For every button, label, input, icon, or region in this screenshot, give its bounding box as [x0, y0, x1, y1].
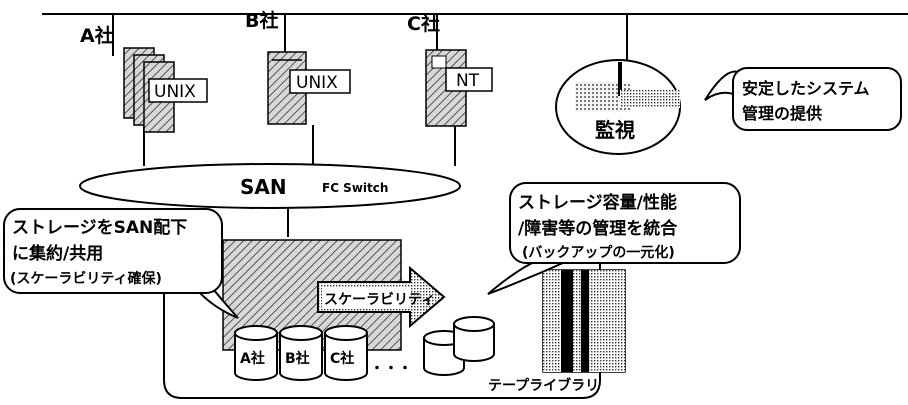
disk-a: A社 — [234, 325, 278, 381]
disk-c-label: C社 — [330, 350, 354, 367]
server-a-company: A社 — [80, 24, 114, 47]
left-callout-line-1: ストレージをSAN配下 — [12, 218, 187, 238]
extra-disk-2 — [453, 316, 495, 362]
left-callout: ストレージをSAN配下 に集約/共用 (スケーラビリティ確保) — [3, 208, 239, 319]
server-c-os-box — [445, 67, 493, 92]
san-sublabel: FC Switch — [322, 181, 388, 195]
right-callout: ストレージ容量/性能 /障害等の管理を統合 (バックアップの一元化) — [487, 182, 741, 295]
tape-library-label: テープライブラリ — [488, 377, 599, 394]
left-callout-line-2: に集約/共用 — [12, 243, 103, 264]
san-ellipse — [79, 163, 461, 209]
monitor-callout-line-1: 安定したシステム — [742, 79, 870, 98]
scalability-arrow: スケーラビリティ — [317, 265, 446, 329]
server-c-os: NT — [456, 71, 480, 91]
server-b-company: B社 — [245, 9, 278, 32]
scalability-label: スケーラビリティ — [324, 292, 435, 308]
disk-ellipsis: ・・・ — [370, 361, 412, 377]
server-b-os-box — [289, 69, 351, 94]
server-c: C社 NT — [407, 12, 493, 127]
server-a: A社 UNIX — [80, 24, 208, 133]
server-b: B社 UNIX — [245, 9, 351, 125]
monitor-station: 監視 — [555, 59, 681, 155]
right-callout-line-3: (バックアップの一元化) — [522, 244, 675, 261]
disk-a-label: A社 — [240, 350, 265, 367]
server-a-os: UNIX — [154, 82, 196, 102]
server-b-os: UNIX — [296, 73, 338, 93]
monitor-label: 監視 — [595, 118, 635, 142]
san-switch: SAN FC Switch — [79, 163, 461, 209]
san-label: SAN — [240, 175, 287, 199]
disk-c: C社 — [324, 325, 368, 381]
disk-b-label: B社 — [285, 350, 310, 367]
server-c-company: C社 — [407, 12, 440, 35]
monitor-callout: 安定したシステム 管理の提供 — [704, 67, 902, 131]
right-callout-line-1: ストレージ容量/性能 — [518, 192, 677, 213]
tape-library: テープライブラリ — [488, 269, 626, 394]
storage-frame — [163, 255, 601, 399]
left-callout-line-3: (スケーラビリティ確保) — [10, 270, 162, 287]
right-callout-line-2: /障害等の管理を統合 — [518, 218, 678, 239]
monitor-callout-line-2: 管理の提供 — [742, 104, 822, 123]
disk-b: B社 — [279, 325, 323, 381]
server-a-os-box — [148, 78, 208, 103]
